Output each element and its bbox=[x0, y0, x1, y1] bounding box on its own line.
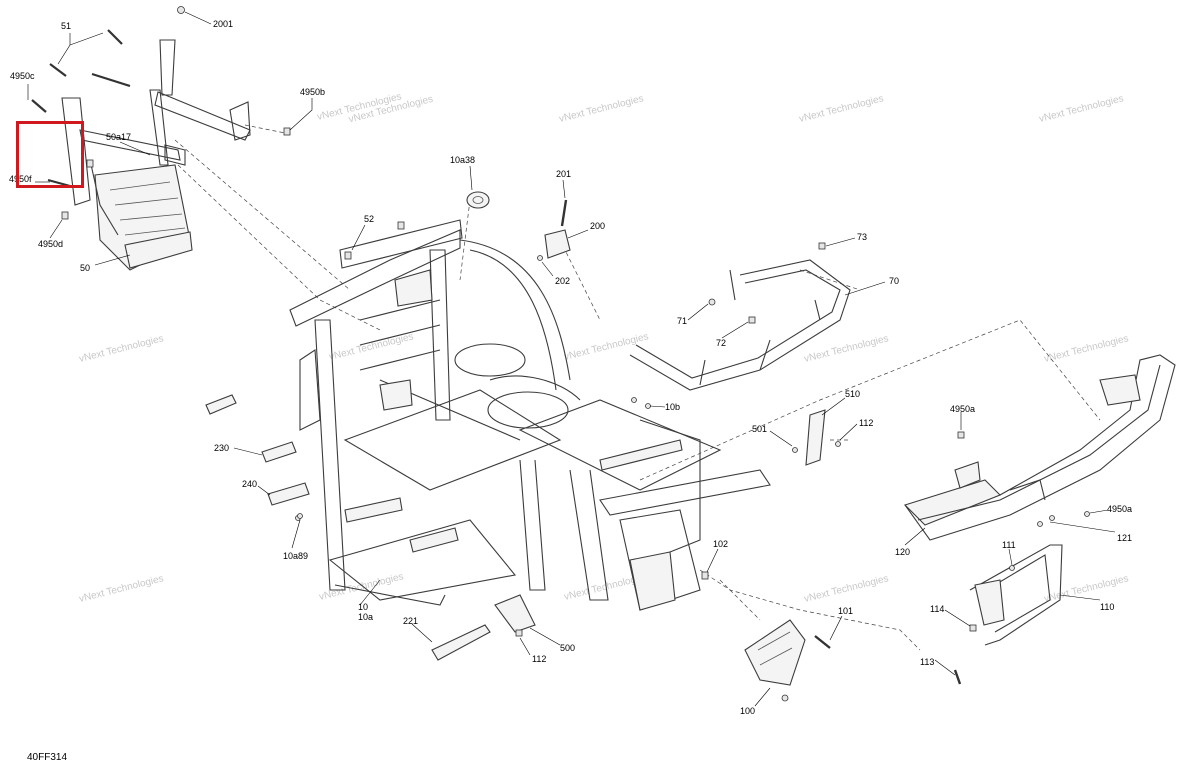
callout-510: 510 bbox=[845, 389, 860, 399]
callout-111: 111 bbox=[1002, 540, 1016, 550]
bracket-hardware bbox=[31, 6, 291, 220]
callout-4950a-top: 4950a bbox=[950, 404, 975, 414]
callout-4950b: 4950b bbox=[300, 87, 325, 97]
svg-text:vNext Technologies: vNext Technologies bbox=[563, 331, 650, 363]
callout-10a89: 10a89 bbox=[283, 551, 308, 561]
callout-72: 72 bbox=[716, 338, 726, 348]
callout-4950c: 4950c bbox=[10, 71, 35, 81]
callout-101: 101 bbox=[838, 606, 853, 616]
callout-120: 120 bbox=[895, 547, 910, 557]
watermark: vNext Technologies bbox=[1038, 93, 1125, 125]
callout-50: 50 bbox=[80, 263, 90, 273]
svg-text:vNext Technologies: vNext Technologies bbox=[78, 333, 165, 365]
bracket-500 bbox=[494, 594, 536, 637]
callout-73: 73 bbox=[857, 232, 867, 242]
callout-500: 500 bbox=[560, 643, 575, 653]
frame-hardware bbox=[295, 221, 709, 580]
svg-text:vNext Technologies: vNext Technologies bbox=[798, 93, 885, 125]
callout-4950f: 4950f bbox=[9, 174, 32, 184]
leader-lines bbox=[27, 11, 1116, 707]
callout-10: 10 bbox=[358, 602, 368, 612]
pad-230 bbox=[205, 394, 297, 463]
watermark: vNext Technologies bbox=[1043, 573, 1130, 605]
callout-114: 114 bbox=[930, 604, 944, 614]
callout-10a: 10a bbox=[358, 612, 373, 622]
svg-text:vNext Technologies: vNext Technologies bbox=[803, 333, 890, 365]
callout-4950d: 4950d bbox=[38, 239, 63, 249]
callout-10b: 10b bbox=[665, 402, 680, 412]
callout-240: 240 bbox=[242, 479, 257, 489]
front-bumper-120 bbox=[903, 354, 1176, 541]
callout-112-right: 112 bbox=[859, 418, 873, 428]
svg-text:vNext Technologies: vNext Technologies bbox=[558, 93, 645, 125]
callout-121: 121 bbox=[1117, 533, 1132, 543]
callout-71: 71 bbox=[677, 316, 687, 326]
rear-rack-bar-70 bbox=[629, 242, 851, 391]
watermark: vNext Technologies bbox=[558, 93, 645, 125]
svg-text:vNext Technologies: vNext Technologies bbox=[78, 573, 165, 605]
watermark: vNext Technologies bbox=[803, 333, 890, 365]
svg-text:vNext Technologies: vNext Technologies bbox=[1043, 333, 1130, 365]
callout-70: 70 bbox=[889, 276, 899, 286]
callout-labels: 2001 51 4950c 4950b 50a17 4950f 4950d 50… bbox=[9, 19, 1132, 716]
callout-51: 51 bbox=[61, 21, 71, 31]
callout-50a17: 50a17 bbox=[106, 132, 131, 142]
grommet-10a38 bbox=[466, 191, 490, 209]
bracket-200 bbox=[537, 199, 571, 261]
watermark: vNext Technologies bbox=[78, 573, 165, 605]
callout-201: 201 bbox=[556, 169, 571, 179]
svg-text:vNext Technologies: vNext Technologies bbox=[328, 331, 415, 363]
watermark: vNext Technologies bbox=[803, 573, 890, 605]
watermark: vNext Technologies bbox=[328, 331, 415, 363]
lower-bracket-100 bbox=[744, 619, 831, 702]
callout-10a38: 10a38 bbox=[450, 155, 475, 165]
bracket-510 bbox=[792, 409, 841, 466]
front-bracket-assembly-50 bbox=[61, 39, 251, 271]
watermark: vNext Technologies bbox=[1043, 333, 1130, 365]
callout-221: 221 bbox=[403, 616, 418, 626]
callout-200: 200 bbox=[590, 221, 605, 231]
callout-100: 100 bbox=[740, 706, 755, 716]
callout-4950a-bottom: 4950a bbox=[1107, 504, 1132, 514]
diagram-code-label: 40FF314 bbox=[27, 752, 68, 763]
callout-230: 230 bbox=[214, 443, 229, 453]
callout-113: 113 bbox=[920, 657, 934, 667]
callout-102: 102 bbox=[713, 539, 728, 549]
front-bracket-110 bbox=[953, 544, 1063, 685]
watermark: vNext Technologies bbox=[78, 333, 165, 365]
svg-text:vNext Technologies: vNext Technologies bbox=[1038, 93, 1125, 125]
callout-110: 110 bbox=[1100, 602, 1114, 612]
watermark: vNext Technologies bbox=[563, 331, 650, 363]
svg-text:vNext Technologies: vNext Technologies bbox=[1043, 573, 1130, 605]
plate-221 bbox=[431, 624, 491, 661]
watermark: vNext Technologies bbox=[798, 93, 885, 125]
callout-501: 501 bbox=[752, 424, 767, 434]
callout-112-bottom: 112 bbox=[532, 654, 546, 664]
svg-text:vNext Technologies: vNext Technologies bbox=[803, 573, 890, 605]
callout-202: 202 bbox=[555, 276, 570, 286]
pad-240 bbox=[267, 482, 310, 519]
callout-52: 52 bbox=[364, 214, 374, 224]
callout-2001: 2001 bbox=[213, 19, 233, 29]
main-frame-10 bbox=[289, 219, 771, 611]
selection-highlight-box bbox=[16, 121, 84, 188]
